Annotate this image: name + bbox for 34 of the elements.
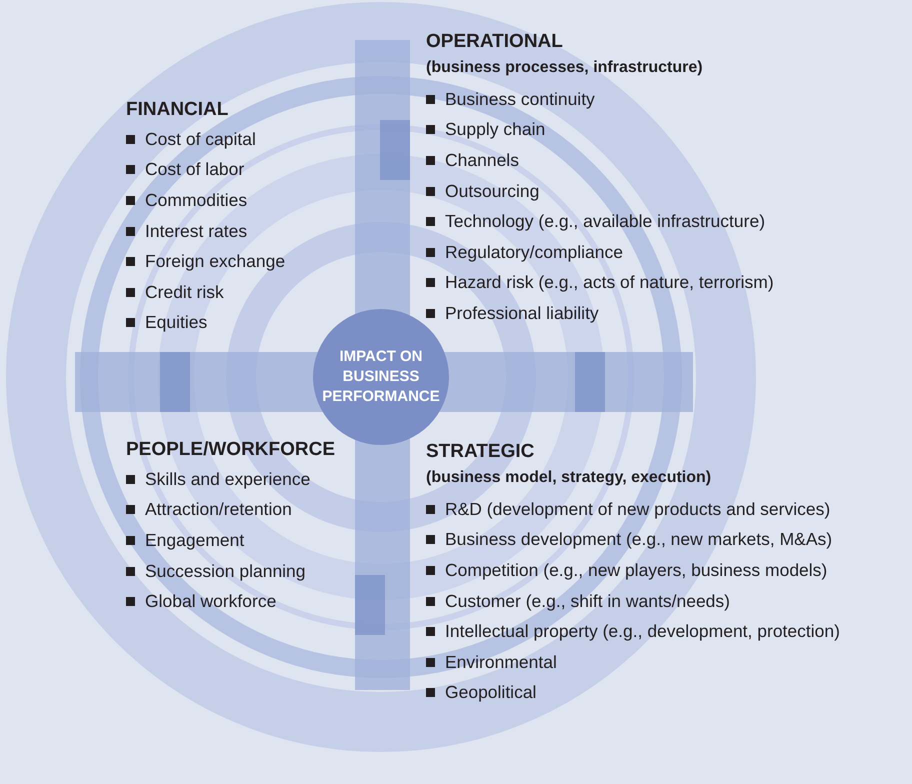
- risk-item: Cost of labor: [145, 159, 244, 180]
- risk-item: Business development (e.g., new markets, M&As): [445, 529, 832, 550]
- risk-item: Regulatory/compliance: [445, 242, 624, 263]
- risk-item: Professional liability: [445, 302, 599, 324]
- risk-item: Succession planning: [145, 560, 306, 582]
- risk-item: Cost of capital: [145, 128, 256, 150]
- risk-item: Intellectual property (e.g., development, protection): [445, 621, 840, 642]
- quadrant-heading: STRATEGIC: [426, 440, 536, 464]
- quadrant-heading: OPERATIONAL: [426, 30, 564, 54]
- risk-item: Hazard risk (e.g., acts of nature, terrorism): [445, 272, 774, 294]
- risk-item: Global workforce: [145, 591, 276, 612]
- quadrant-heading: PEOPLE/WORKFORCE: [126, 438, 336, 462]
- risk-item: Equities: [145, 312, 208, 334]
- risk-item: Customer (e.g., shift in wants/needs): [445, 590, 730, 612]
- quadrant-subheading: (business processes, infrastructure): [426, 58, 704, 78]
- risk-item: Business continuity: [445, 88, 595, 110]
- risk-item: R&D (development of new products and services): [445, 498, 830, 520]
- risk-item: Engagement: [145, 530, 244, 551]
- quadrant-subheading: (business model, strategy, execution): [426, 468, 712, 488]
- risk-item: Technology (e.g., available infrastructure): [445, 211, 766, 232]
- risk-item: Foreign exchange: [145, 251, 286, 272]
- risk-item: Supply chain: [445, 119, 546, 140]
- risk-item: Commodities: [145, 190, 248, 211]
- risk-item: Credit risk: [145, 282, 224, 303]
- risk-item: Skills and experience: [145, 468, 310, 490]
- risk-item: Attraction/retention: [145, 499, 292, 520]
- risk-item: Interest rates: [145, 220, 248, 242]
- risk-item: Outsourcing: [445, 180, 540, 202]
- risk-item: Environmental: [445, 652, 557, 673]
- center-label: IMPACT ON BUSINESS PERFORMANCE: [321, 347, 441, 407]
- risk-item: Competition (e.g., new players, business models): [445, 560, 828, 581]
- risk-item: Geopolitical: [445, 682, 536, 704]
- risk-item: Channels: [445, 150, 519, 171]
- quadrant-heading: FINANCIAL: [126, 98, 230, 122]
